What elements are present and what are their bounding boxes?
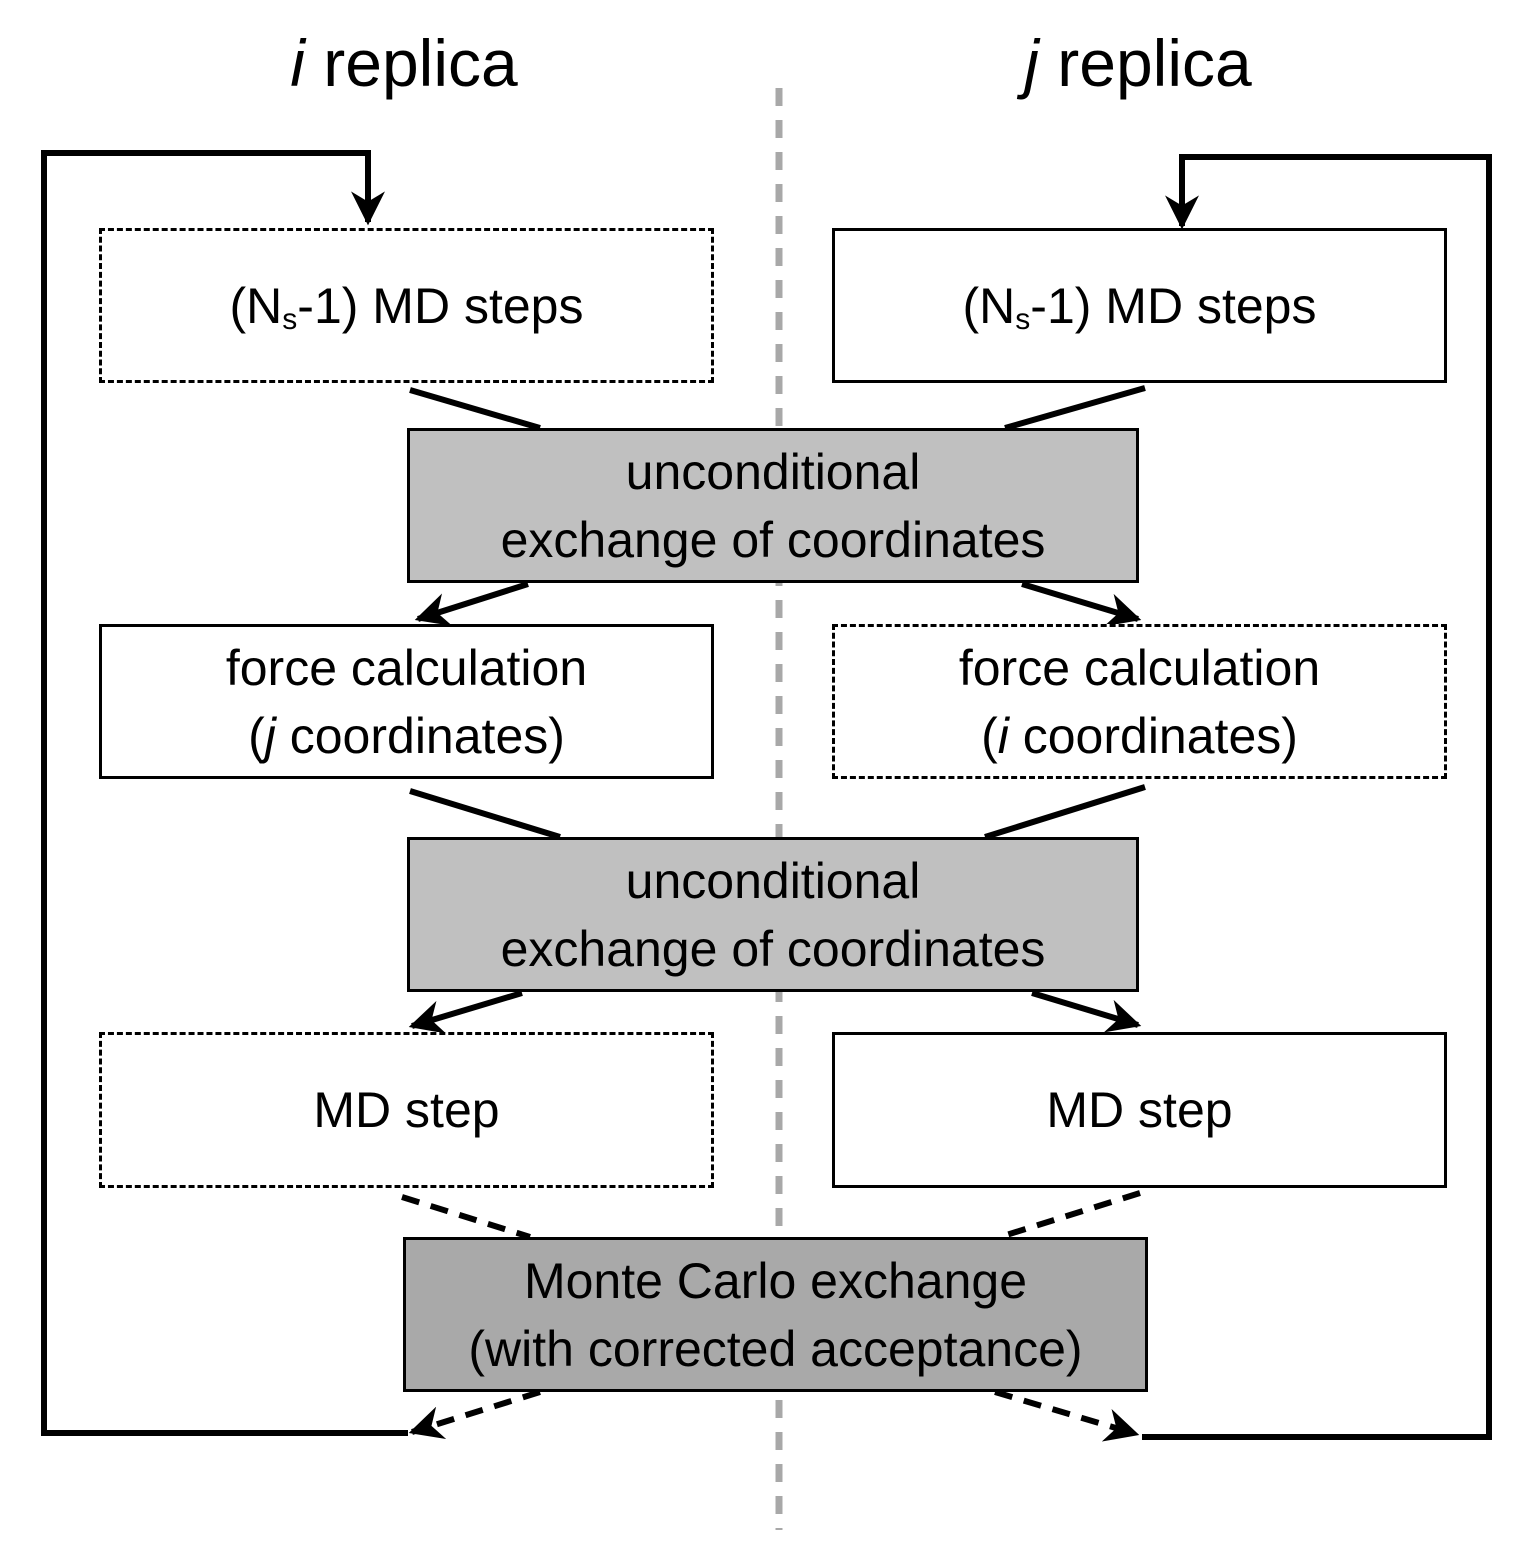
left-md-step-to-monte-carlo <box>401 1194 531 1240</box>
exchange1-to-right-force-arrow <box>1021 581 1142 627</box>
monte-carlo-exchange-box: Monte Carlo exchange (with corrected acc… <box>403 1237 1148 1392</box>
left-md-steps-to-exchange1 <box>409 387 541 431</box>
exchange2-to-left-md-step-arrow <box>408 990 523 1034</box>
left-force-calculation-box: force calculation (j coordinates) <box>99 624 714 779</box>
exchange-2-line1: unconditional <box>625 852 921 909</box>
right-replica-label: replica <box>1038 26 1252 100</box>
left-replica-variable: i <box>290 26 305 100</box>
exchange-2-line2: exchange of coordinates <box>500 920 1046 977</box>
left-replica-label: replica <box>304 26 518 100</box>
right-md-step-label: MD step <box>1046 1082 1233 1138</box>
exchange-1-line1: unconditional <box>625 443 921 500</box>
monte-carlo-line1: Monte Carlo exchange <box>523 1252 1028 1309</box>
right-md-steps-to-exchange1 <box>1004 385 1146 431</box>
left-loop-connector <box>41 150 408 1436</box>
right-force-calculation-box: force calculation (i coordinates) <box>832 624 1447 779</box>
right-md-step-box: MD step <box>832 1032 1447 1188</box>
monte-carlo-to-left-loop-arrow <box>408 1389 541 1440</box>
exchange1-to-left-force-arrow <box>414 581 529 626</box>
monte-carlo-line2: (with corrected acceptance) <box>468 1320 1083 1377</box>
right-md-steps-label: (Ns-1) MD steps <box>962 277 1317 336</box>
exchange-box-1: unconditional exchange of coordinates <box>407 428 1139 583</box>
left-md-step-label: MD step <box>313 1082 500 1138</box>
right-loop-connector <box>1142 154 1492 1440</box>
right-force-calculation-line1: force calculation <box>958 639 1321 696</box>
right-replica-variable: j <box>1024 26 1039 100</box>
left-replica-header: i replica <box>204 18 604 108</box>
right-md-steps-box: (Ns-1) MD steps <box>832 228 1447 383</box>
left-force-calculation-line1: force calculation <box>225 639 588 696</box>
left-md-steps-label: (Ns-1) MD steps <box>229 277 584 336</box>
left-md-steps-box: (Ns-1) MD steps <box>99 228 714 383</box>
right-force-calculation-line2: (i coordinates) <box>981 707 1298 764</box>
left-force-to-exchange2 <box>409 788 561 840</box>
right-force-to-exchange2 <box>984 784 1146 840</box>
left-md-step-box: MD step <box>99 1032 714 1188</box>
left-force-calculation-line2: (j coordinates) <box>248 707 565 764</box>
exchange-1-line2: exchange of coordinates <box>500 511 1046 568</box>
right-md-step-to-monte-carlo <box>999 1190 1141 1240</box>
right-replica-header: j replica <box>938 18 1338 108</box>
monte-carlo-to-right-loop-arrow <box>994 1389 1140 1442</box>
exchange-box-2: unconditional exchange of coordinates <box>407 837 1139 992</box>
exchange2-to-right-md-step-arrow <box>1031 990 1142 1033</box>
